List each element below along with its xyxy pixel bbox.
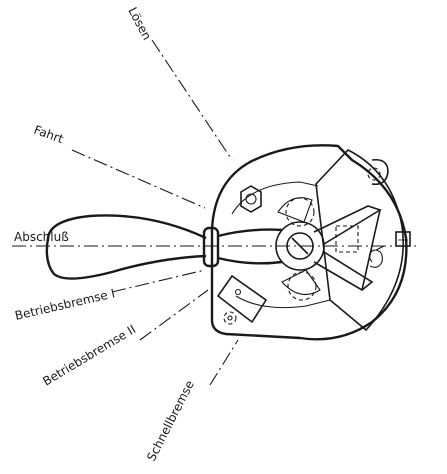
notch-pin xyxy=(367,167,381,181)
handle-grip xyxy=(45,214,207,280)
upper-clamp-dashed xyxy=(285,197,315,227)
housing-outline xyxy=(210,144,408,341)
label-betriebsbremse-2: Betriebsbremse II xyxy=(40,322,138,388)
label-abschluss: Abschluß xyxy=(14,230,69,244)
mounting-plate-hole xyxy=(234,288,242,296)
label-loesen: Lösen xyxy=(125,5,154,43)
housing-inner-contour-lower xyxy=(235,295,331,309)
lever-arm-lower xyxy=(313,251,374,291)
label-betriebsbremse-1: Betriebsbremse I xyxy=(14,286,117,323)
spring-clip-arm xyxy=(375,245,385,251)
position-labels: Lösen Fahrt Abschluß Betriebsbremse I Be… xyxy=(14,5,197,464)
position-lines xyxy=(12,39,420,386)
base-screw-core xyxy=(227,315,233,321)
hex-nut xyxy=(240,185,262,213)
position-line-betriebsbremse-1 xyxy=(111,269,206,293)
position-line-loesen xyxy=(151,39,233,161)
housing-notch xyxy=(371,158,389,186)
central-boss-inner xyxy=(286,232,314,260)
lever-arm-upper xyxy=(313,205,382,245)
brake-handle xyxy=(45,205,382,291)
handle-shaft xyxy=(217,228,283,238)
position-line-fahrt xyxy=(71,149,206,209)
central-boss-slot xyxy=(291,237,309,255)
lower-clamp xyxy=(281,269,321,296)
mounting-plate xyxy=(216,274,268,324)
segment-plate xyxy=(315,149,404,332)
valve-body xyxy=(210,144,411,341)
dial-dashed-square xyxy=(335,225,359,253)
lever-pointer xyxy=(361,209,381,291)
position-line-betriebsbremse-2 xyxy=(139,289,209,341)
hex-nut-bore xyxy=(245,193,257,205)
position-line-schnellbremse xyxy=(209,339,239,386)
handle-shaft-lower xyxy=(217,256,283,265)
base-screw xyxy=(223,311,237,325)
label-schnellbremse: Schnellbremse xyxy=(144,378,197,463)
housing-inner-contour xyxy=(231,181,319,215)
spring-clip xyxy=(368,249,383,268)
handle-collar xyxy=(202,226,220,268)
lower-clamp-dashed xyxy=(287,271,317,301)
upper-clamp xyxy=(277,197,313,223)
central-boss-outer xyxy=(275,221,325,271)
latch-block xyxy=(395,231,411,247)
label-fahrt: Fahrt xyxy=(32,123,66,147)
